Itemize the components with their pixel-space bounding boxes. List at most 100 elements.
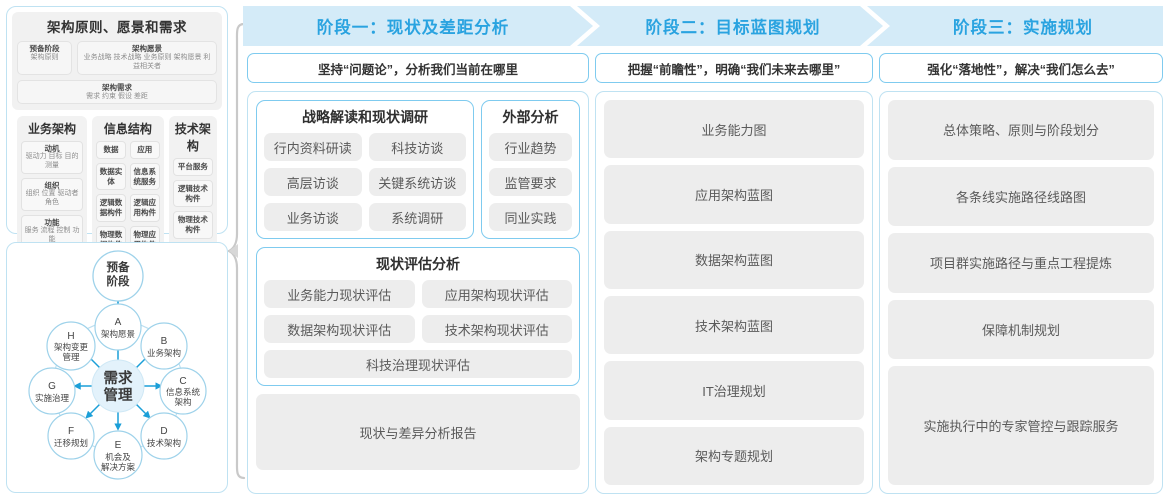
- adm-node-h-label2: 管理: [62, 352, 80, 362]
- three-architecture-domains-row: 业务架构 动机 驱动力 目标 目的 测量 组织 组织 位置 驱动者 角色 功能: [12, 116, 222, 259]
- technology-architecture-group: 技术架构 平台服务 逻辑技术构件 物理技术构件: [168, 116, 218, 259]
- adm-node-d: [140, 412, 188, 460]
- adm-node-h-key: H: [67, 331, 74, 342]
- adm-node-d-label: 技术架构: [147, 438, 181, 448]
- phase-1-report-chip[interactable]: 现状与差异分析报告: [256, 394, 580, 470]
- togaf-content-framework-panel: 架构原则、愿景和需求 预备阶段 架构原则 架构愿景 业务战略 技术战略 业务原则…: [6, 6, 228, 301]
- phase-2-subtitle[interactable]: 把握“前瞻性”，明确“我们未来去哪里”: [595, 53, 873, 83]
- phase-3-item[interactable]: 保障机制规划: [888, 299, 1154, 359]
- strategy-research-box: 战略解读和现状调研 行内资料研读 科技访谈 高层访谈 关键系统访谈 业务访谈 系…: [256, 100, 474, 239]
- adm-node-h-label1: 架构变更: [54, 342, 89, 352]
- adm-node-f-label: 迁移规划: [54, 438, 88, 448]
- external-chip[interactable]: 行业趋势: [489, 133, 572, 161]
- phase-3-item[interactable]: 项目群实施路径与重点工程提炼: [888, 233, 1154, 293]
- assessment-chip[interactable]: 技术架构现状评估: [421, 315, 572, 343]
- phase-3-body: 总体策略、原则与阶段划分 各条线实施路径线路图 项目群实施路径与重点工程提炼 保…: [879, 91, 1163, 494]
- external-chip[interactable]: 监管要求: [489, 168, 572, 196]
- grouping-brace-icon: [228, 22, 246, 480]
- assessment-chip[interactable]: 科技治理现状评估: [264, 350, 572, 378]
- data-col-item: 数据实体: [96, 162, 126, 191]
- architecture-principles-vision-requirements-group: 架构原则、愿景和需求 预备阶段 架构原则 架构愿景 业务战略 技术战略 业务原则…: [12, 12, 222, 111]
- adm-preliminary-line2: 阶段: [107, 274, 130, 288]
- adm-node-g: [28, 367, 76, 415]
- phase-3-subtitle[interactable]: 强化“落地性”，解决“我们怎么去”: [879, 53, 1163, 83]
- adm-node-b: [140, 322, 188, 370]
- strategy-research-title: 战略解读和现状调研: [302, 109, 428, 125]
- adm-node-f-key: F: [68, 426, 74, 437]
- phase-1-body: 战略解读和现状调研 行内资料研读 科技访谈 高层访谈 关键系统访谈 业务访谈 系…: [247, 91, 589, 494]
- strategy-chip[interactable]: 高层访谈: [264, 168, 362, 196]
- current-state-assessment-box: 现状评估分析 业务能力现状评估 应用架构现状评估 数据架构现状评估 技术架构现状…: [256, 247, 580, 386]
- adm-node-preliminary: [92, 250, 144, 302]
- business-motivation-cell: 动机 驱动力 目标 目的 测量: [21, 141, 84, 174]
- phase-2-item[interactable]: 应用架构蓝图: [604, 165, 864, 224]
- phase-2-item[interactable]: 数据架构蓝图: [604, 230, 864, 289]
- tech-item: 物理技术构件: [172, 211, 214, 239]
- adm-node-e-key: E: [115, 440, 122, 451]
- architecture-vision-title: 架构愿景: [132, 44, 162, 53]
- phase-2-item[interactable]: 架构专题规划: [604, 426, 864, 485]
- business-architecture-title: 业务架构: [28, 122, 77, 137]
- adm-node-a-key: A: [115, 317, 122, 328]
- adm-node-e-label2: 解决方案: [101, 462, 136, 472]
- information-structure-group: 信息结构 数据 数据实体 逻辑数据构件 物理数据构件 应用 信息系统服务 逻辑应…: [92, 116, 164, 259]
- adm-node-b-label: 业务架构: [147, 348, 181, 358]
- phase-2-body: 业务能力图 应用架构蓝图 数据架构蓝图 技术架构蓝图 IT治理规划 架构专题规划: [595, 91, 873, 494]
- business-organization-cell: 组织 组织 位置 驱动者 角色: [21, 177, 84, 211]
- adm-node-c: [159, 367, 207, 415]
- phase-3-item[interactable]: 实施执行中的专家管控与跟踪服务: [888, 366, 1154, 485]
- adm-cycle-panel: 预备 阶段 需求 管理 A 架构愿景 B 业务架构 C 信息系统 架构: [6, 242, 228, 493]
- architecture-requirements-sub: 需求 约束 假设 差距: [86, 92, 148, 100]
- adm-center-node: [91, 359, 145, 413]
- adm-preliminary-line1: 预备: [107, 260, 130, 274]
- strategy-chip[interactable]: 科技访谈: [368, 133, 466, 161]
- adm-node-g-key: G: [48, 381, 56, 392]
- assessment-chip[interactable]: 业务能力现状评估: [264, 280, 415, 308]
- app-col-item: 信息系统服务: [129, 162, 160, 191]
- phase-3-item[interactable]: 各条线实施路径线路图: [888, 166, 1154, 226]
- strategy-chip[interactable]: 行内资料研读: [264, 133, 362, 161]
- business-architecture-group: 业务架构 动机 驱动力 目标 目的 测量 组织 组织 位置 驱动者 角色 功能: [17, 116, 88, 259]
- application-subcolumn: 应用 信息系统服务 逻辑应用构件 物理应用构件: [129, 141, 160, 254]
- strategy-chip[interactable]: 业务访谈: [264, 203, 362, 231]
- preliminary-phase-sub: 架构原则: [30, 54, 59, 62]
- app-col-item: 逻辑应用构件: [129, 194, 160, 222]
- external-analysis-title: 外部分析: [502, 109, 559, 125]
- architecture-vision-cell: 架构愿景 业务战略 技术战略 业务原则 架构愿景 利益相关者: [77, 41, 217, 75]
- current-state-assessment-title: 现状评估分析: [376, 256, 460, 272]
- architecture-requirements-title: 架构需求: [102, 82, 132, 92]
- adm-node-h: [46, 321, 96, 371]
- togaf-group-title: 架构原则、愿景和需求: [47, 20, 187, 35]
- adm-node-d-key: D: [160, 426, 167, 437]
- adm-center-line1: 需求: [104, 369, 133, 387]
- phase-2-band: [577, 6, 883, 46]
- data-col-title: 数据: [96, 141, 126, 159]
- assessment-chip[interactable]: 数据架构现状评估: [264, 315, 415, 343]
- adm-node-g-label: 实施治理: [35, 393, 70, 403]
- adm-center-line2: 管理: [104, 386, 133, 404]
- data-subcolumn: 数据 数据实体 逻辑数据构件 物理数据构件: [96, 141, 126, 254]
- app-col-title: 应用: [129, 141, 160, 159]
- adm-node-a: [94, 303, 142, 351]
- phase-3-item[interactable]: 总体策略、原则与阶段划分: [888, 100, 1154, 160]
- architecture-vision-sub: 业务战略 技术战略 业务原则 架构愿景 利益相关者: [83, 54, 211, 71]
- phase-2-item[interactable]: IT治理规划: [604, 361, 864, 420]
- external-chip[interactable]: 同业实践: [489, 203, 572, 231]
- adm-node-c-label2: 架构: [174, 397, 191, 407]
- assessment-chip[interactable]: 应用架构现状评估: [421, 280, 572, 308]
- phase-2-item[interactable]: 技术架构蓝图: [604, 295, 864, 355]
- phase-2-item[interactable]: 业务能力图: [604, 100, 864, 159]
- strategy-chip[interactable]: 关键系统访谈: [368, 168, 466, 196]
- adm-node-e-label1: 机会及: [105, 452, 131, 462]
- phase-band-chevrons: [243, 6, 1163, 46]
- phase-1-band: [243, 6, 593, 46]
- adm-cycle-diagram: 预备 阶段 需求 管理 A 架构愿景 B 业务架构 C 信息系统 架构: [28, 250, 207, 480]
- phase-1-subtitle[interactable]: 坚持“问题论”，分析我们当前在哪里: [247, 53, 589, 83]
- adm-node-a-label: 架构愿景: [101, 329, 135, 339]
- external-analysis-box: 外部分析 行业趋势 监管要求 同业实践: [481, 100, 580, 239]
- phases-region: 阶段一：现状及差距分析 阶段二：目标蓝图规划 阶段三：实施规划 坚持“问题论”，…: [243, 6, 1163, 494]
- adm-node-e: [93, 430, 143, 480]
- strategy-chip[interactable]: 系统调研: [368, 203, 466, 231]
- adm-node-c-label1: 信息系统: [166, 387, 201, 397]
